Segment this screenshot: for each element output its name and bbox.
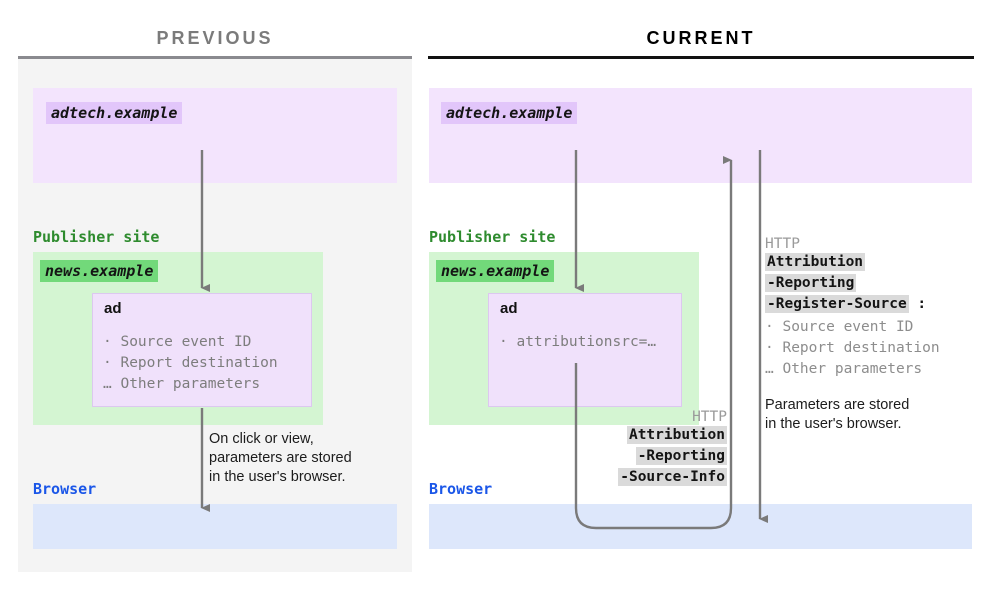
http-response-header-line-1: Attribution [765, 253, 866, 271]
previous-note: On click or view, parameters are stored … [209, 431, 352, 485]
previous-ad-box [92, 293, 312, 407]
http-request-header-line-1: Attribution [626, 426, 727, 444]
http-response-header-line-3: -Register-Source : [765, 295, 927, 313]
previous-adtech-chip: adtech.example [46, 102, 183, 124]
current-adtech-chip: adtech.example [441, 102, 578, 124]
previous-ad-params: · Source event ID · Report destination …… [103, 334, 278, 392]
current-browser-region [429, 504, 972, 549]
current-note: Parameters are stored in the user's brow… [765, 397, 910, 432]
previous-browser-region [33, 504, 397, 549]
previous-publisher-chip: news.example [40, 260, 159, 282]
current-publisher-chip: news.example [436, 260, 555, 282]
previous-browser-label: Browser [33, 480, 97, 498]
current-http-request-block: HTTP Attribution -Reporting -Source-Info [527, 409, 727, 488]
http-response-params: · Source event ID · Report destination …… [765, 319, 940, 377]
http-request-header-line-3: -Source-Info [618, 468, 727, 486]
current-publisher-label: Publisher site [429, 228, 556, 246]
current-ad-params: · attributionsrc=… [499, 334, 657, 350]
current-ad-title: ad [500, 300, 518, 317]
previous-ad-title: ad [104, 300, 122, 317]
http-response-colon: : [917, 296, 927, 312]
panel-title-previous: PREVIOUS [156, 28, 274, 48]
current-http-response-block: HTTP Attribution -Reporting -Register-So… [765, 236, 980, 380]
http-response-header-line-2: -Reporting [765, 274, 857, 292]
current-browser-label: Browser [429, 480, 493, 498]
previous-publisher-label: Publisher site [33, 228, 160, 246]
panel-divider-current [428, 56, 974, 59]
http-request-header-line-2: -Reporting [635, 447, 727, 465]
panel-title-current: CURRENT [646, 28, 756, 48]
panel-divider-previous [18, 56, 412, 59]
http-response-protocol-label: HTTP [765, 236, 800, 252]
http-request-protocol-label: HTTP [692, 409, 727, 425]
